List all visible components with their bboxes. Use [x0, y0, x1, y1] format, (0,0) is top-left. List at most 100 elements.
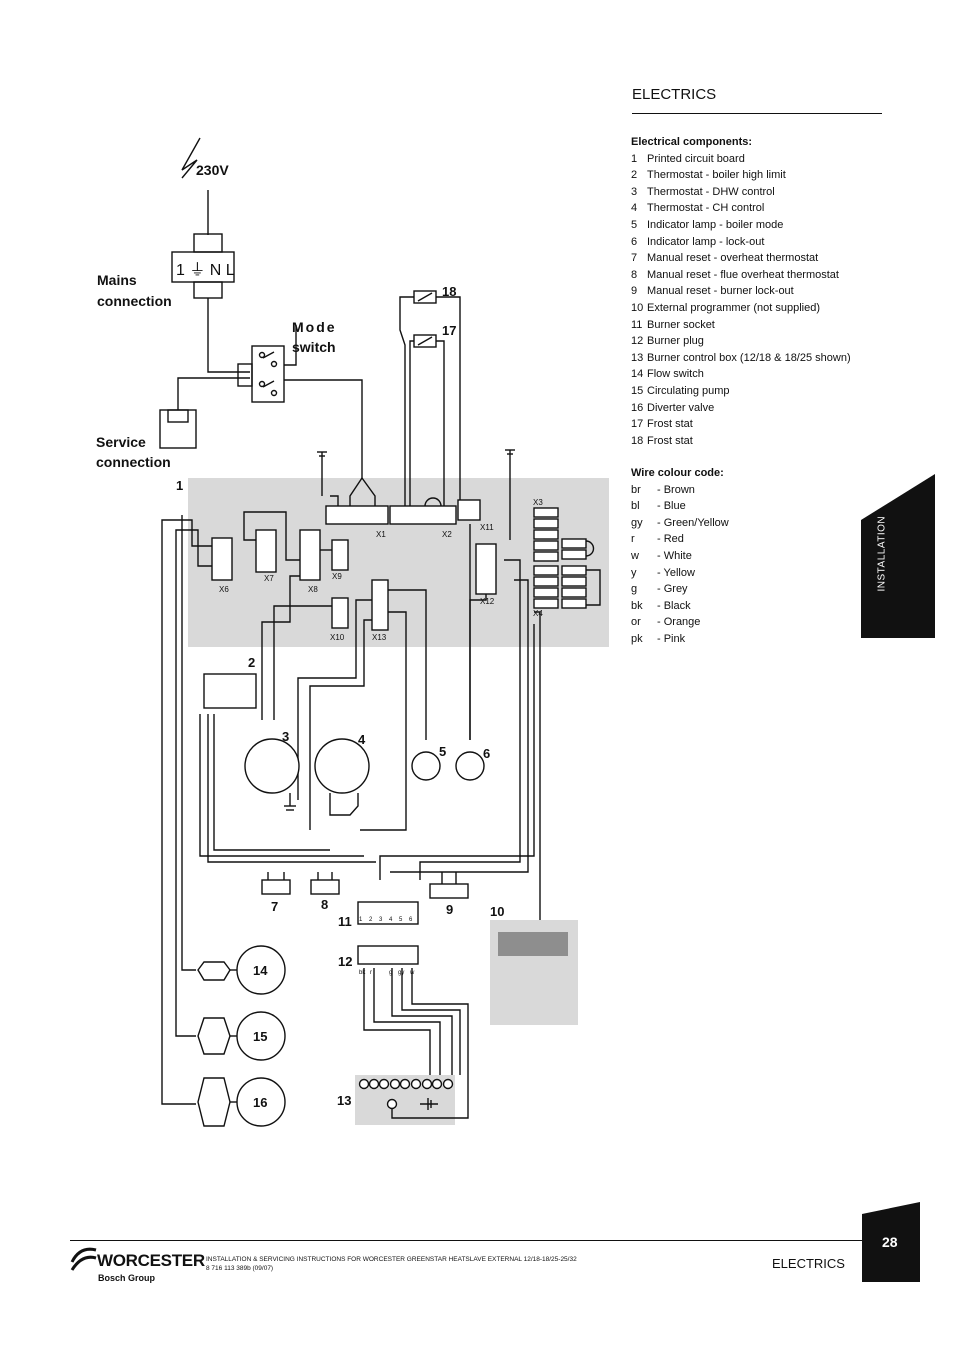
- component-number: 9: [631, 285, 638, 298]
- brand-sub: Bosch Group: [98, 1273, 156, 1283]
- component-number: 6: [631, 235, 638, 248]
- label-x10: X10: [330, 633, 345, 642]
- thermostat-high-limit: [203, 673, 257, 709]
- component-number: 18: [631, 434, 644, 447]
- mains-label-line2: connection: [97, 293, 172, 309]
- voltage-label: 230V: [196, 162, 229, 178]
- wire-colour-label: - Grey: [657, 583, 688, 596]
- connector-x2: [389, 505, 457, 525]
- component-number: 13: [631, 351, 644, 364]
- wire-colour-label: - Pink: [657, 632, 686, 645]
- burner-plug: [357, 945, 419, 965]
- section-rule: [632, 113, 882, 114]
- label-x11: X11: [480, 523, 494, 532]
- component-label: Indicator lamp - boiler mode: [647, 218, 784, 231]
- component-num-1: 1: [176, 478, 183, 493]
- section-title: ELECTRICS: [632, 86, 717, 103]
- wire-colour-item: gy- Green/Yellow: [631, 515, 729, 532]
- component-number: 17: [631, 418, 644, 431]
- wire-colour-item: r- Red: [631, 531, 729, 548]
- worcester-logo-icon: [70, 1247, 97, 1271]
- component-num-6: 6: [483, 746, 490, 761]
- wire-colour-label: - Yellow: [657, 566, 695, 579]
- component-item: 3 Thermostat - DHW control: [631, 184, 851, 201]
- connector-x6: [211, 537, 233, 581]
- connector-x13: [371, 579, 389, 631]
- burner-socket: [357, 901, 419, 925]
- component-number: 11: [631, 318, 643, 331]
- thermostat-dhw: [244, 738, 300, 794]
- component-number: 16: [631, 401, 644, 414]
- component-num-2: 2: [248, 655, 255, 670]
- wire-colour-label: - Brown: [657, 483, 695, 496]
- component-number: 3: [631, 185, 638, 198]
- manual-reset-flue: [310, 879, 340, 895]
- component-number: 5: [631, 218, 638, 231]
- component-number: 8: [631, 268, 638, 281]
- ground-symbol-1: [317, 451, 327, 496]
- service-label-line2: connection: [96, 454, 171, 470]
- wire-colour-code: bl: [631, 500, 640, 513]
- connector-x7: [255, 529, 277, 573]
- wire-colour-label: - Orange: [657, 616, 701, 629]
- component-num-3: 3: [282, 729, 289, 744]
- component-label: Manual reset - burner lock-out: [647, 285, 794, 298]
- wire-colour-code: br: [631, 483, 641, 496]
- label-x7: X7: [264, 574, 274, 583]
- wire-colour-code: g: [631, 583, 638, 596]
- component-label: Indicator lamp - lock-out: [647, 235, 765, 248]
- component-label: Circulating pump: [647, 384, 730, 397]
- component-num-17: 17: [442, 323, 456, 338]
- socket-pin-6: 6: [409, 917, 413, 923]
- wire-colour-item: bk- Black: [631, 598, 729, 615]
- component-num-14: 14: [253, 963, 268, 978]
- wire-colour-item: y- Yellow: [631, 565, 729, 582]
- mode-label-line2: switch: [292, 339, 336, 355]
- wire-colour-label: - White: [657, 549, 692, 562]
- wire-colour-item: bl- Blue: [631, 498, 729, 515]
- wire-colour-code: gy: [631, 516, 643, 529]
- component-item: 5 Indicator lamp - boiler mode: [631, 217, 851, 234]
- plug-tag-gy: gy: [398, 970, 404, 976]
- label-x6: X6: [219, 585, 229, 594]
- component-number: 7: [631, 252, 638, 265]
- programmer-display: [498, 932, 568, 956]
- component-num-12: 12: [338, 954, 352, 969]
- plug-tag-bk: bk: [359, 970, 366, 976]
- component-label: External programmer (not supplied): [647, 301, 821, 314]
- connector-x10: [331, 597, 349, 629]
- component-label: Burner plug: [647, 335, 704, 348]
- doc-code: 8 716 113 389b (09/07): [206, 1265, 274, 1272]
- socket-pin-4: 4: [389, 917, 393, 923]
- connector-x8: [299, 529, 321, 581]
- footer-section: ELECTRICS: [772, 1256, 845, 1271]
- wire-colour-label: - Black: [657, 599, 691, 612]
- connector-x3: [533, 507, 595, 562]
- mode-label-line1: Mode: [292, 319, 337, 335]
- component-num-5: 5: [439, 744, 446, 759]
- component-num-16: 16: [253, 1095, 267, 1110]
- indicator-lamp-boiler-mode: [411, 751, 441, 781]
- label-x12: X12: [480, 597, 495, 606]
- ground-symbol-2: [505, 449, 515, 540]
- component-num-7: 7: [271, 899, 278, 914]
- component-label: Flow switch: [647, 368, 704, 381]
- component-label: Burner control box (12/18 & 18/25 shown): [647, 351, 851, 364]
- component-number: 2: [631, 169, 638, 182]
- component-num-18: 18: [442, 284, 456, 299]
- component-label: Frost stat: [647, 434, 693, 447]
- component-label: Thermostat - DHW control: [647, 185, 775, 198]
- wire-colour-item: g - Grey: [631, 581, 729, 598]
- component-num-11: 11: [338, 914, 352, 929]
- lightning-icon: [181, 137, 201, 179]
